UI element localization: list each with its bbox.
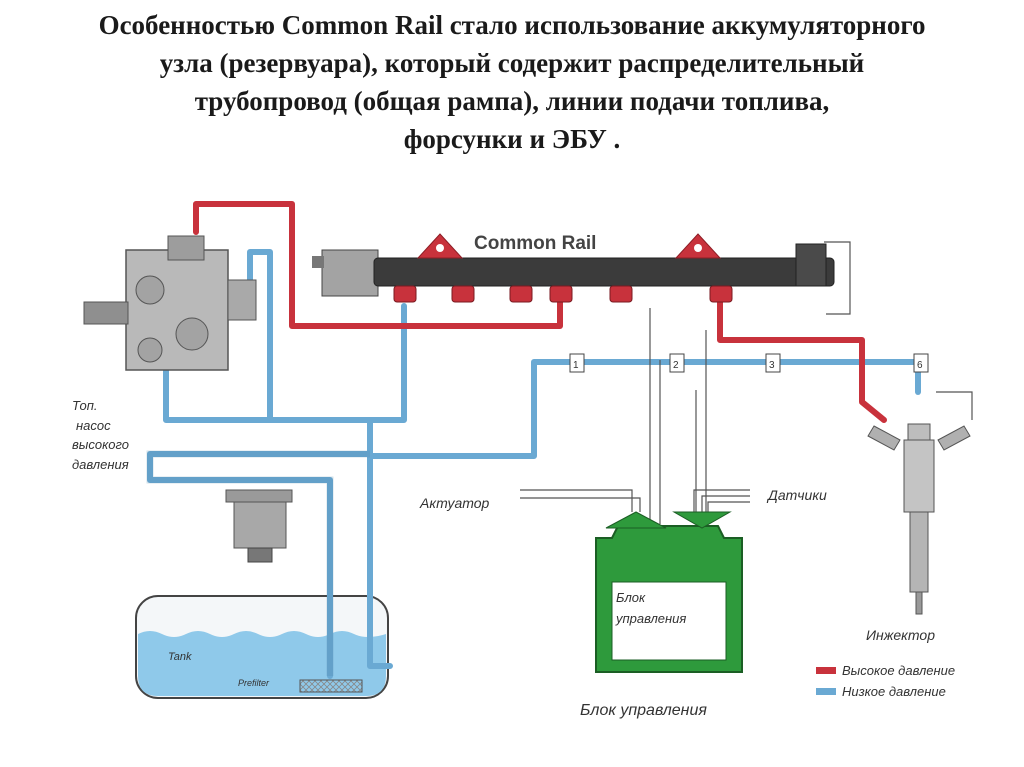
svg-text:1: 1 (573, 360, 579, 371)
connector-3 (765, 353, 781, 373)
rail-outlet (509, 285, 533, 303)
svg-text:Топ.: Топ. (72, 398, 98, 413)
ecu-sensor-connector (672, 511, 732, 529)
high-pressure-lines (193, 201, 887, 423)
signal-wires (520, 241, 851, 524)
low-pressure-outline (146, 450, 370, 676)
rail-outlet (451, 285, 475, 303)
common-rail: Common Rail (312, 233, 835, 303)
rail-label: Common Rail (474, 233, 596, 254)
fuel-tank: Tank Prefilter (135, 595, 389, 699)
connector-1 (569, 353, 585, 373)
pump-label: Топ. насос высокого давления (72, 398, 129, 472)
legend-swatch-high (816, 667, 836, 674)
injector (867, 391, 973, 615)
ecu-inner-label-line: управления (615, 611, 686, 626)
fuel-filter (225, 489, 293, 563)
legend-swatch-low (816, 688, 836, 695)
prefilter (299, 679, 363, 693)
ecu-inner-label-line: Блок (616, 590, 646, 605)
pump-to-rail-line (193, 201, 563, 329)
return-line-tank (367, 453, 393, 669)
low-pressure-lines (147, 249, 921, 679)
heading-line: Особенностью Common Rail стало использов… (98, 10, 926, 40)
svg-text:давления: давления (72, 457, 129, 472)
legend: Высокое давление Низкое давление (816, 663, 955, 699)
connector-2 (669, 353, 685, 373)
rail-to-injector-line (717, 297, 887, 423)
connectors: 1 2 3 6 (569, 353, 929, 373)
pump-return-line (247, 249, 273, 423)
heading-line: форсунки и ЭБУ . (403, 124, 621, 154)
prefilter-label: Prefilter (238, 678, 270, 688)
ecu: Блок управления (595, 511, 743, 673)
sensors-label: Датчики (766, 487, 827, 503)
connector-6 (913, 353, 929, 373)
rail-outlet (549, 285, 573, 303)
ecu-caption: Блок управления (580, 702, 707, 719)
high-pressure-pump (83, 235, 257, 371)
svg-text:насос: насос (76, 418, 111, 433)
svg-text:2: 2 (673, 360, 679, 371)
legend-label-high: Высокое давление (842, 663, 955, 678)
actuator-label: Актуатор (419, 495, 490, 511)
supply-line (147, 365, 373, 679)
rail-outlet (709, 285, 733, 303)
svg-text:3: 3 (769, 360, 775, 371)
heading-line: трубопровод (общая рампа), линии подачи … (194, 86, 830, 116)
injector-label: Инжектор (866, 627, 935, 643)
legend-label-low: Низкое давление (842, 684, 946, 699)
heading-line: узла (резервуара), который содержит расп… (159, 48, 865, 78)
svg-text:высокого: высокого (72, 437, 129, 452)
ecu-actuator-connector (605, 511, 667, 529)
rail-outlet (393, 285, 417, 303)
tank-label: Tank (168, 651, 192, 663)
rail-outlet (609, 285, 633, 303)
page-heading: Особенностью Common Rail стало использов… (0, 6, 1024, 158)
svg-text:6: 6 (917, 360, 923, 371)
